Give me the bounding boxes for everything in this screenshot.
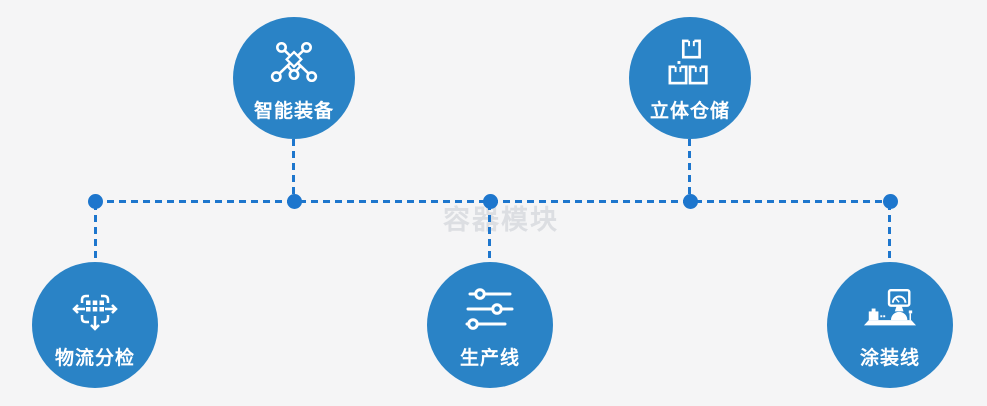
- node-smart-equipment[interactable]: 智能装备: [233, 17, 355, 139]
- node-logistics-sorting[interactable]: 物流分检: [32, 262, 158, 388]
- watermark-text: 容器模块: [443, 205, 559, 235]
- node-label: 智能装备: [253, 101, 334, 122]
- node-label: 物流分检: [54, 348, 135, 369]
- node-production-line[interactable]: 生产线: [427, 262, 553, 388]
- connector-line-painting-line: [888, 203, 891, 262]
- connector-dot: [483, 194, 498, 209]
- sliders-icon: [465, 284, 515, 334]
- move-grid-icon: [70, 284, 120, 334]
- node-label: 生产线: [459, 348, 520, 369]
- node-painting-line[interactable]: 涂装线: [827, 262, 953, 388]
- node-label: 立体仓储: [649, 101, 730, 122]
- stacked-boxes-icon: [666, 37, 714, 87]
- connector-dot: [88, 194, 103, 209]
- node-label: 涂装线: [859, 348, 920, 369]
- connector-line-production-line: [488, 203, 491, 262]
- connector-dot: [287, 194, 302, 209]
- node-stereo-warehouse[interactable]: 立体仓储: [629, 17, 751, 139]
- connector-dot: [883, 194, 898, 209]
- connector-line-logistics-sorting: [94, 203, 97, 262]
- connector-line-smart-equipment: [292, 139, 295, 200]
- connector-line-stereo-warehouse: [688, 139, 691, 200]
- machine-icon: [863, 284, 917, 334]
- network-nodes-icon: [269, 37, 319, 87]
- connector-dot: [683, 194, 698, 209]
